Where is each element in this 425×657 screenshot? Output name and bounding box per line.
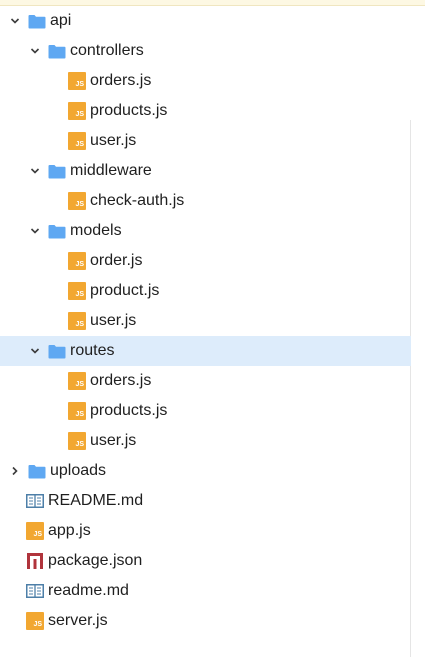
file-label: order.js <box>90 252 143 269</box>
file-label: products.js <box>90 102 168 119</box>
folder-row-models[interactable]: models <box>0 216 425 246</box>
folder-icon <box>48 223 66 239</box>
file-row-package-json[interactable]: package.json <box>0 546 425 576</box>
file-row-readme-md[interactable]: README.md <box>0 486 425 516</box>
folder-row-uploads[interactable]: uploads <box>0 456 425 486</box>
javascript-file-icon: JS <box>68 132 86 150</box>
folder-row-middleware[interactable]: middleware <box>0 156 425 186</box>
javascript-file-icon: JS <box>26 612 44 630</box>
folder-label: middleware <box>70 162 152 179</box>
file-label: user.js <box>90 432 137 449</box>
folder-row-routes[interactable]: routes <box>0 336 411 366</box>
chevron-down-icon[interactable] <box>8 14 22 28</box>
file-label: product.js <box>90 282 160 299</box>
javascript-file-icon: JS <box>68 402 86 420</box>
folder-label: uploads <box>50 462 107 479</box>
chevron-right-icon[interactable] <box>8 464 22 478</box>
folder-row-api[interactable]: api <box>0 6 425 36</box>
folder-icon <box>28 13 46 29</box>
chevron-down-icon[interactable] <box>28 344 42 358</box>
file-label: README.md <box>48 492 144 509</box>
folder-label: api <box>50 12 72 29</box>
javascript-file-icon: JS <box>68 282 86 300</box>
file-label: orders.js <box>90 372 152 389</box>
folder-icon <box>28 463 46 479</box>
file-label: readme.md <box>48 582 129 599</box>
file-label: user.js <box>90 132 137 149</box>
folder-icon <box>48 343 66 359</box>
npm-package-icon <box>26 552 44 570</box>
javascript-file-icon: JS <box>68 432 86 450</box>
file-label: app.js <box>48 522 91 539</box>
markdown-file-icon <box>26 583 44 599</box>
file-row-readme-md[interactable]: readme.md <box>0 576 425 606</box>
folder-row-controllers[interactable]: controllers <box>0 36 425 66</box>
markdown-file-icon <box>26 493 44 509</box>
file-label: products.js <box>90 402 168 419</box>
top-edge-strip <box>0 0 425 6</box>
folder-label: routes <box>70 342 115 359</box>
javascript-file-icon: JS <box>68 252 86 270</box>
chevron-down-icon[interactable] <box>28 224 42 238</box>
javascript-file-icon: JS <box>68 372 86 390</box>
javascript-file-icon: JS <box>68 192 86 210</box>
panel-divider <box>410 120 411 657</box>
file-label: package.json <box>48 552 143 569</box>
javascript-file-icon: JS <box>68 312 86 330</box>
file-label: server.js <box>48 612 108 629</box>
folder-icon <box>48 43 66 59</box>
folder-label: models <box>70 222 122 239</box>
file-label: check-auth.js <box>90 192 185 209</box>
javascript-file-icon: JS <box>26 522 44 540</box>
file-label: orders.js <box>90 72 152 89</box>
javascript-file-icon: JS <box>68 102 86 120</box>
file-label: user.js <box>90 312 137 329</box>
folder-icon <box>48 163 66 179</box>
javascript-file-icon: JS <box>68 72 86 90</box>
chevron-down-icon[interactable] <box>28 164 42 178</box>
folder-label: controllers <box>70 42 144 59</box>
chevron-down-icon[interactable] <box>28 44 42 58</box>
